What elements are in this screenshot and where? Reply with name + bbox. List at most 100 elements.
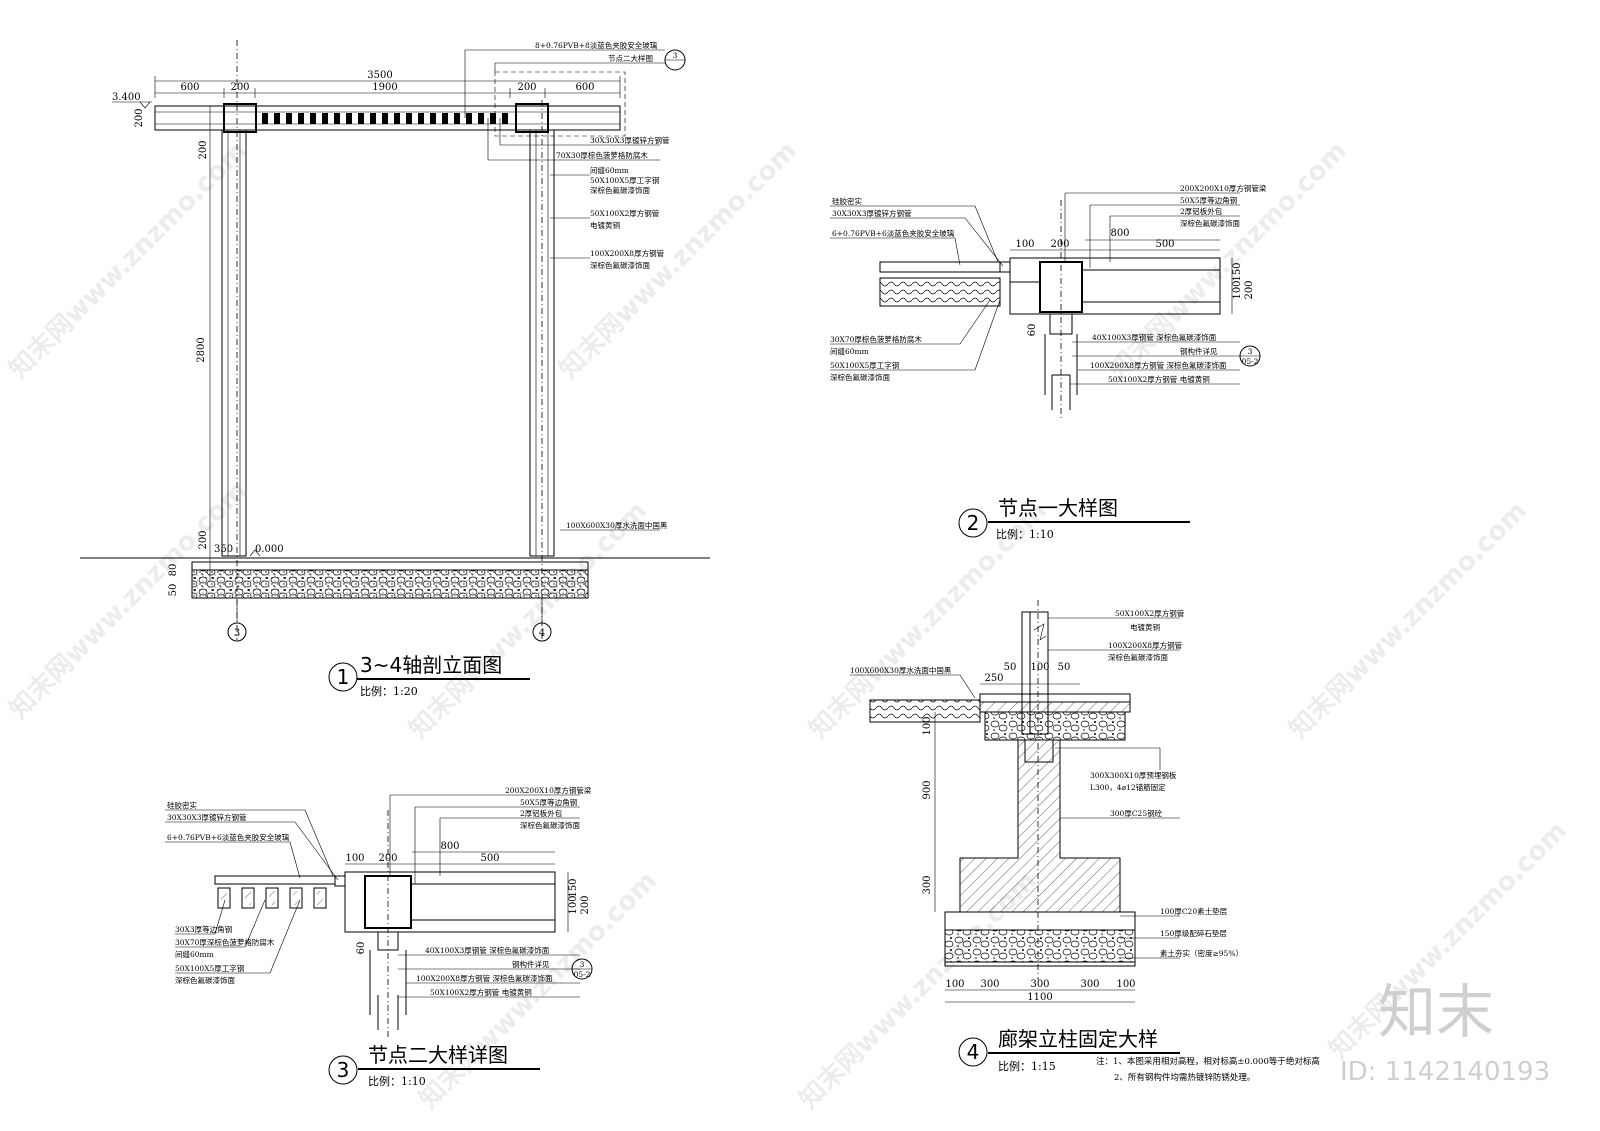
d3-ann-glass: 6+0.76PVB+6淡蓝色夹胶安全玻璃 xyxy=(167,832,290,842)
d4-ann-tube: 50X100X2厚方钢管 xyxy=(1115,608,1185,618)
d3-ann-finish: 深棕色氟碳漆饰面 xyxy=(520,820,580,830)
d4-ann-soil: 素土夯实（密度≥95%） xyxy=(1160,948,1243,958)
d4-ann-paving: 100X600X30厚水洗面中国黑 xyxy=(850,665,952,675)
wood-slat xyxy=(490,113,496,124)
d4-dim-300b: 300 xyxy=(1030,979,1049,990)
annotation-column-tube: 100X200X8厚方钢管 xyxy=(590,248,665,258)
brand-logo: 知末 xyxy=(1378,978,1494,1046)
d2-ann-glass: 6+0.76PVB+6淡蓝色夹胶安全玻璃 xyxy=(832,228,955,238)
d2-dim-200: 200 xyxy=(1050,239,1069,250)
wood-slat-section xyxy=(265,887,279,909)
elevation-top: 3.400 xyxy=(112,92,141,103)
d3-ann-wood: 30X70厚深棕色菠萝格防腐木 xyxy=(175,937,275,947)
wood-slat xyxy=(310,113,316,124)
d3-ann-alu: 2厚铝板外包 xyxy=(520,808,563,818)
d2-ann-column: 100X200X8厚方钢管 深棕色氟碳漆饰面 xyxy=(1090,360,1227,370)
d2-ann-brass: 50X100X2厚方钢管 电镀黄铜 xyxy=(1108,374,1210,384)
wood-slat xyxy=(394,113,400,124)
d2-ref-bottom: 05-2 xyxy=(1242,357,1259,366)
d3-dim-150: 150 xyxy=(568,878,579,897)
d4-dim-100b: 100 xyxy=(1116,979,1135,990)
dim-middle-span: 1900 xyxy=(372,82,397,93)
wood-slat xyxy=(370,113,376,124)
drawing1-elevation: 3500 600 200 1900 200 600 3.400 200 2800… xyxy=(80,40,710,698)
d2-ann-ibeam-finish: 深棕色氟碳漆饰面 xyxy=(830,372,890,382)
d4-dim-total: 1100 xyxy=(1027,992,1052,1003)
d2-ref-top: 3 xyxy=(1248,347,1253,356)
wood-slat xyxy=(286,113,292,124)
drawing3-number: 3 xyxy=(337,1058,350,1082)
drawing1-title: 3~4轴剖立面图 xyxy=(360,653,502,677)
d3-dim-100: 100 xyxy=(345,853,364,864)
wood-slat xyxy=(406,113,412,124)
watermark-text: 知末网www.znzmo.com xyxy=(1284,496,1533,745)
d4-dim-50b: 50 xyxy=(1058,662,1071,673)
d2-dim-100: 100 xyxy=(1015,239,1034,250)
drawing2-node-detail: 100 200 800 500 150 100 200 60 硅胶密实 30X3… xyxy=(830,183,1267,541)
d3-dim-200b: 200 xyxy=(580,895,591,914)
annotation-tube-brass: 50X100X2厚方钢管 xyxy=(590,208,660,218)
drawing3-node-detail: 100 200 800 500 150 100 200 60 硅胶密实 30X3… xyxy=(165,785,593,1088)
d3-dim-200: 200 xyxy=(378,853,397,864)
d4-dim-100a: 100 xyxy=(945,979,964,990)
d2-ann-sealant: 硅胶密实 xyxy=(832,196,862,206)
d2-ann-wood: 30X70厚棕色菠萝格防腐木 xyxy=(830,334,922,344)
dim-left-overhang: 600 xyxy=(180,82,199,93)
d2-ann-ibeam: 50X100X5厚工字钢 xyxy=(830,360,899,370)
d4-ann-column-tube: 100X200X8厚方钢管 xyxy=(1108,640,1183,650)
d3-ann-sealant: 硅胶密实 xyxy=(167,800,197,810)
d2-dim-500: 500 xyxy=(1155,239,1174,250)
wood-slats xyxy=(262,113,508,124)
annotation-wood: 70X30厚棕色菠萝格防腐木 xyxy=(556,150,648,160)
d4-ann-concrete: 300厚C25钢砼 xyxy=(1110,808,1163,818)
wood-slat-core xyxy=(293,891,299,905)
d3-dim-100b: 100 xyxy=(568,895,579,914)
wood-slats-section xyxy=(217,887,327,909)
d4-dim-250: 250 xyxy=(984,673,1003,684)
drawing4-scale: 比例：1:15 xyxy=(998,1059,1056,1073)
d2-dim-60: 60 xyxy=(1027,324,1038,337)
d2-dim-100b: 100 xyxy=(1232,280,1243,299)
note-line-1: 注：1、本图采用相对高程，相对标高±0.000等于绝对标高 xyxy=(1096,1056,1320,1067)
d4-dim-300c: 300 xyxy=(1080,979,1099,990)
dim-350: 350 xyxy=(214,544,233,555)
annotation-i-beam: 50X100X5厚工字钢 xyxy=(590,175,659,185)
axis-3-label: 3 xyxy=(234,628,240,639)
d3-ann-column: 100X200X8厚方钢管 深棕色氟碳漆饰面 xyxy=(416,973,553,983)
drawing2-title: 节点一大样图 xyxy=(998,496,1118,520)
d3-ann-see-detail: 钢构件详见 xyxy=(512,959,550,969)
annotation-brass: 电镀黄铜 xyxy=(590,220,620,230)
wood-slat xyxy=(454,113,460,124)
drawing4-title: 廊架立柱固定大样 xyxy=(998,1027,1158,1051)
watermark-text: 知末网www.znzmo.com xyxy=(404,496,653,745)
wood-slat-core xyxy=(317,891,323,905)
dim-right-overhang: 600 xyxy=(575,82,594,93)
wood-slat-section xyxy=(289,887,303,909)
d3-ref-bottom: 05-2 xyxy=(574,970,591,979)
watermark-text: 知末网www.znzmo.com xyxy=(4,476,253,725)
d3-dim-500: 500 xyxy=(480,853,499,864)
d4-dim-left-900: 900 xyxy=(922,780,933,799)
wood-slat xyxy=(274,113,280,124)
d3-ann-steel-tube: 30X30X3厚镀锌方钢管 xyxy=(167,812,247,822)
wood-slat xyxy=(334,113,340,124)
d3-dim-60: 60 xyxy=(356,942,367,955)
d3-ann-ibeam-finish: 深棕色氟碳漆饰面 xyxy=(175,975,235,985)
wood-slat-core xyxy=(269,891,275,905)
d4-ann-brass: 电镀黄铜 xyxy=(1130,622,1160,632)
d2-ann-see-detail: 钢构件详见 xyxy=(1180,346,1218,356)
d3-ann-steel-40: 40X100X3厚钢管 深棕色氟碳漆饰面 xyxy=(425,945,550,955)
drawing1-scale: 比例：1:20 xyxy=(360,684,418,698)
dim-beam-height: 200 xyxy=(198,140,209,159)
dim-base-height: 200 xyxy=(198,530,209,549)
annotation-glass: 8+0.76PVB+8淡蓝色夹胶安全玻璃 xyxy=(535,40,658,50)
d2-ann-angle: 50X5厚等边角钢 xyxy=(1180,195,1237,205)
annotation-finish-2: 深棕色氟碳漆饰面 xyxy=(590,260,650,270)
d4-dim-50a: 50 xyxy=(1004,662,1017,673)
d3-ref-top: 3 xyxy=(580,960,585,969)
d2-ann-steel-40: 40X100X3厚钢管 深棕色氟碳漆饰面 xyxy=(1092,332,1217,342)
wood-slat-core xyxy=(221,891,227,905)
d3-ann-beam: 200X200X10厚方钢管梁 xyxy=(505,785,592,795)
callout-number: 3 xyxy=(673,51,678,60)
